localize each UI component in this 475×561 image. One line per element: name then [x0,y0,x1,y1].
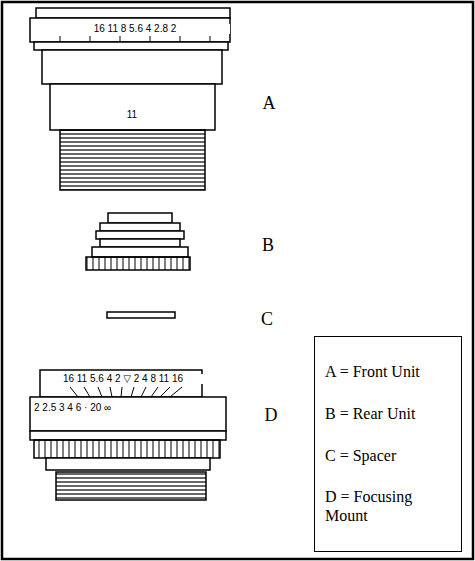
part-letter: D [257,406,285,424]
scale-text: 16 11 5.6 4 2 ▽ 2 4 8 11 16 [42,374,204,384]
part-letter: A [255,94,283,112]
legend-entry: C = Spacer [325,447,451,465]
legend-entry: A = Front Unit [325,363,451,381]
spacer [107,312,175,318]
legend-entry: B = Rear Unit [325,405,451,423]
scale-text: 16 11 8 5.6 4 2.8 2 [40,24,230,34]
scale-text: 2 2.5 3 4 6 · 20 ∞ [32,403,186,413]
part-letter: B [254,236,282,254]
legend-entry: D = Focusing Mount [325,488,451,525]
depth-scale-ticks [70,387,182,397]
part-letter: C [253,310,281,328]
front-unit [30,8,230,190]
rear-unit [86,213,190,270]
scale-text: 11 [110,110,154,120]
legend-box: A = Front Unit B = Rear Unit C = Spacer D =… [314,336,462,552]
front-scale-ticks [60,36,210,42]
focusing-mount [30,370,226,500]
